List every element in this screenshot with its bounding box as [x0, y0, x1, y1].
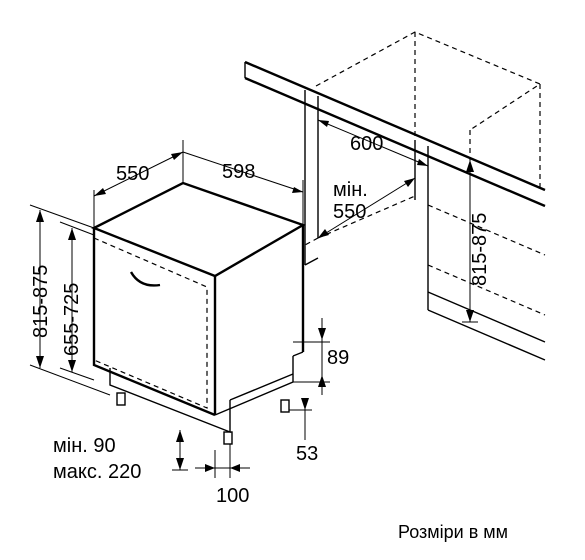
dimension-lines: [29, 119, 478, 478]
caption-units: Розміри в мм: [398, 522, 509, 542]
label-niche-width-600: 600: [350, 133, 383, 155]
label-plinth-min: мін. 90: [53, 435, 116, 457]
label-appliance-height: 815-875: [30, 265, 52, 338]
label-width-598: 598: [222, 161, 255, 183]
dishwasher-body: [91, 181, 306, 445]
label-plinth-depth-100: 100: [216, 485, 249, 507]
label-foot-53: 53: [296, 443, 318, 465]
label-niche-depth-550: 550: [333, 201, 366, 223]
label-plinth-max: макс. 220: [53, 461, 141, 483]
label-door-height: 655-725: [61, 283, 83, 356]
label-foot-89: 89: [327, 347, 349, 369]
label-niche-height: 815-875: [469, 213, 491, 286]
worktop-niche: [244, 31, 546, 361]
label-niche-min: мін.: [333, 179, 368, 201]
label-depth-550: 550: [116, 163, 149, 185]
